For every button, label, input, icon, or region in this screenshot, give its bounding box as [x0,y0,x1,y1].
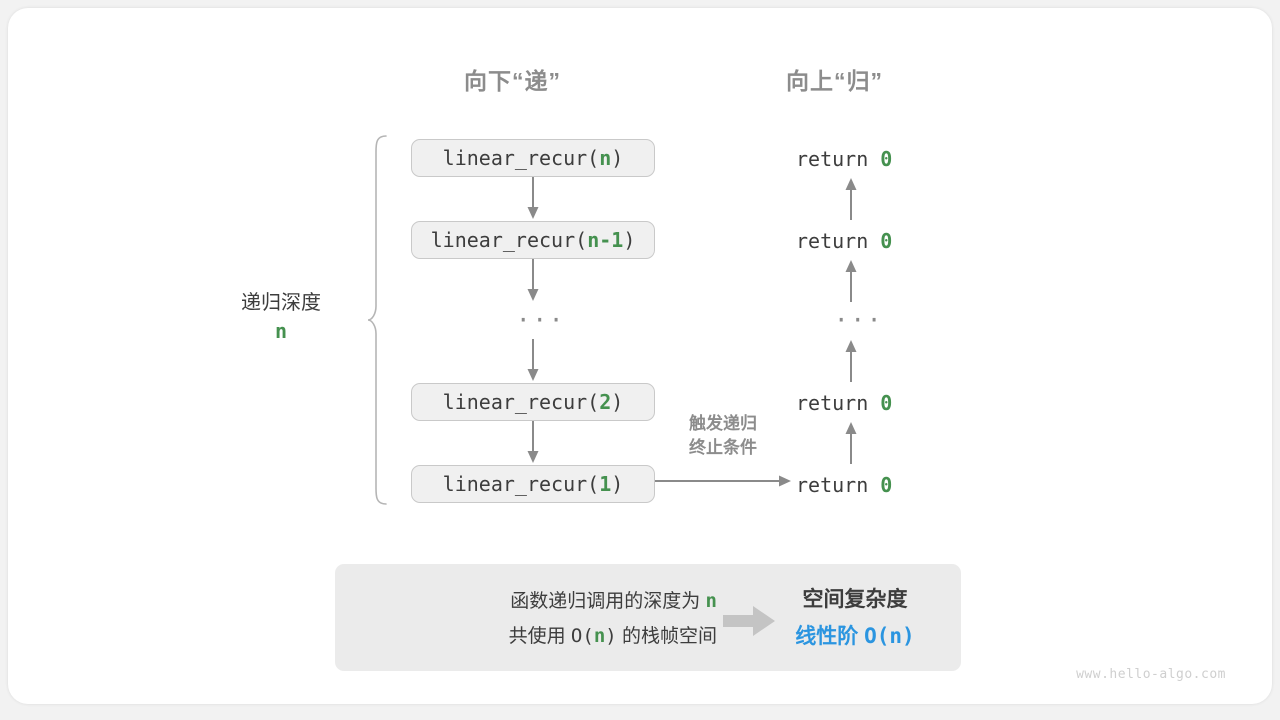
call-frame-name: linear_recur( [442,472,600,496]
return-value: 0 [880,391,893,415]
base-case-note-line1: 触发递归 [689,414,757,433]
call-frame-name: linear_recur( [430,228,588,252]
call-frame-arg: 2 [599,390,612,414]
summary-line2-text: 共使用 [508,626,571,647]
summary-result-value: 线性阶 O(n) [765,618,945,655]
ellipsis-right: ··· [834,306,884,334]
summary-line1-var: n [705,590,717,612]
up-arrow-icon [844,258,858,302]
call-frame-box: linear_recur(n) [411,139,655,177]
call-frame-box: linear_recur(n-1) [411,221,655,259]
call-frame-arg: 1 [599,472,612,496]
down-arrow-icon [526,177,540,221]
return-value: 0 [880,229,893,253]
call-frame-name: linear_recur( [442,390,600,414]
summary-line1-text: 函数递归调用的深度为 [510,591,706,612]
recursion-depth-label: 递归深度 n [196,290,366,346]
right-block-arrow-icon [723,606,775,641]
return-keyword: return [796,229,881,253]
base-case-note: 触发递归 终止条件 [663,412,783,460]
summary-result-order: 线性阶 [795,625,865,648]
return-keyword: return [796,147,881,171]
summary-line-2: 共使用 O(n) 的栈帧空间 [367,619,717,654]
ellipsis-left: ··· [516,306,566,334]
watermark: www.hello-algo.com [1076,667,1226,682]
summary-line2-close: ) [605,625,617,647]
return-value: 0 [880,473,893,497]
diagram-card: 向下“递” 向上“归” 递归深度 n linear_recur(n) linea… [8,8,1272,704]
recursion-depth-value: n [274,319,288,343]
summary-result-notation: O(n) [864,624,915,648]
return-keyword: return [796,391,881,415]
return-statement: return 0 [796,473,892,497]
call-frame-close: ) [611,146,624,170]
up-arrow-icon [844,176,858,220]
call-frame-close: ) [623,228,636,252]
call-frame-arg: n [599,146,612,170]
return-keyword: return [796,473,881,497]
down-arrow-icon [526,259,540,303]
summary-result-title: 空间复杂度 [802,588,908,611]
call-frame-arg: n-1 [587,228,624,252]
base-case-note-line2: 终止条件 [689,438,757,457]
up-arrow-icon [844,420,858,464]
summary-result: 空间复杂度 线性阶 O(n) [765,582,945,655]
recursion-depth-brace [366,134,388,511]
summary-line2-open: O( [570,625,594,647]
return-statement: return 0 [796,229,892,253]
recursion-depth-text: 递归深度 [241,292,321,314]
up-arrow-icon [844,338,858,382]
summary-line2-var: n [593,625,606,647]
call-frame-box: linear_recur(2) [411,383,655,421]
down-arrow-icon [526,421,540,465]
summary-line2-suffix: 的栈帧空间 [616,626,717,647]
return-statement: return 0 [796,147,892,171]
column-header-ascend: 向上“归” [786,68,883,94]
summary-line-1: 函数递归调用的深度为 n [367,584,717,619]
call-frame-name: linear_recur( [442,146,600,170]
call-frame-box: linear_recur(1) [411,465,655,503]
call-frame-close: ) [611,390,624,414]
base-case-arrow-icon [655,474,793,493]
summary-panel: 函数递归调用的深度为 n 共使用 O(n) 的栈帧空间 空间复杂度 线性阶 O(… [335,564,961,671]
down-arrow-icon [526,339,540,383]
column-header-descend: 向下“递” [464,68,561,94]
summary-description: 函数递归调用的深度为 n 共使用 O(n) 的栈帧空间 [367,584,717,654]
return-value: 0 [880,147,893,171]
return-statement: return 0 [796,391,892,415]
call-frame-close: ) [611,472,624,496]
